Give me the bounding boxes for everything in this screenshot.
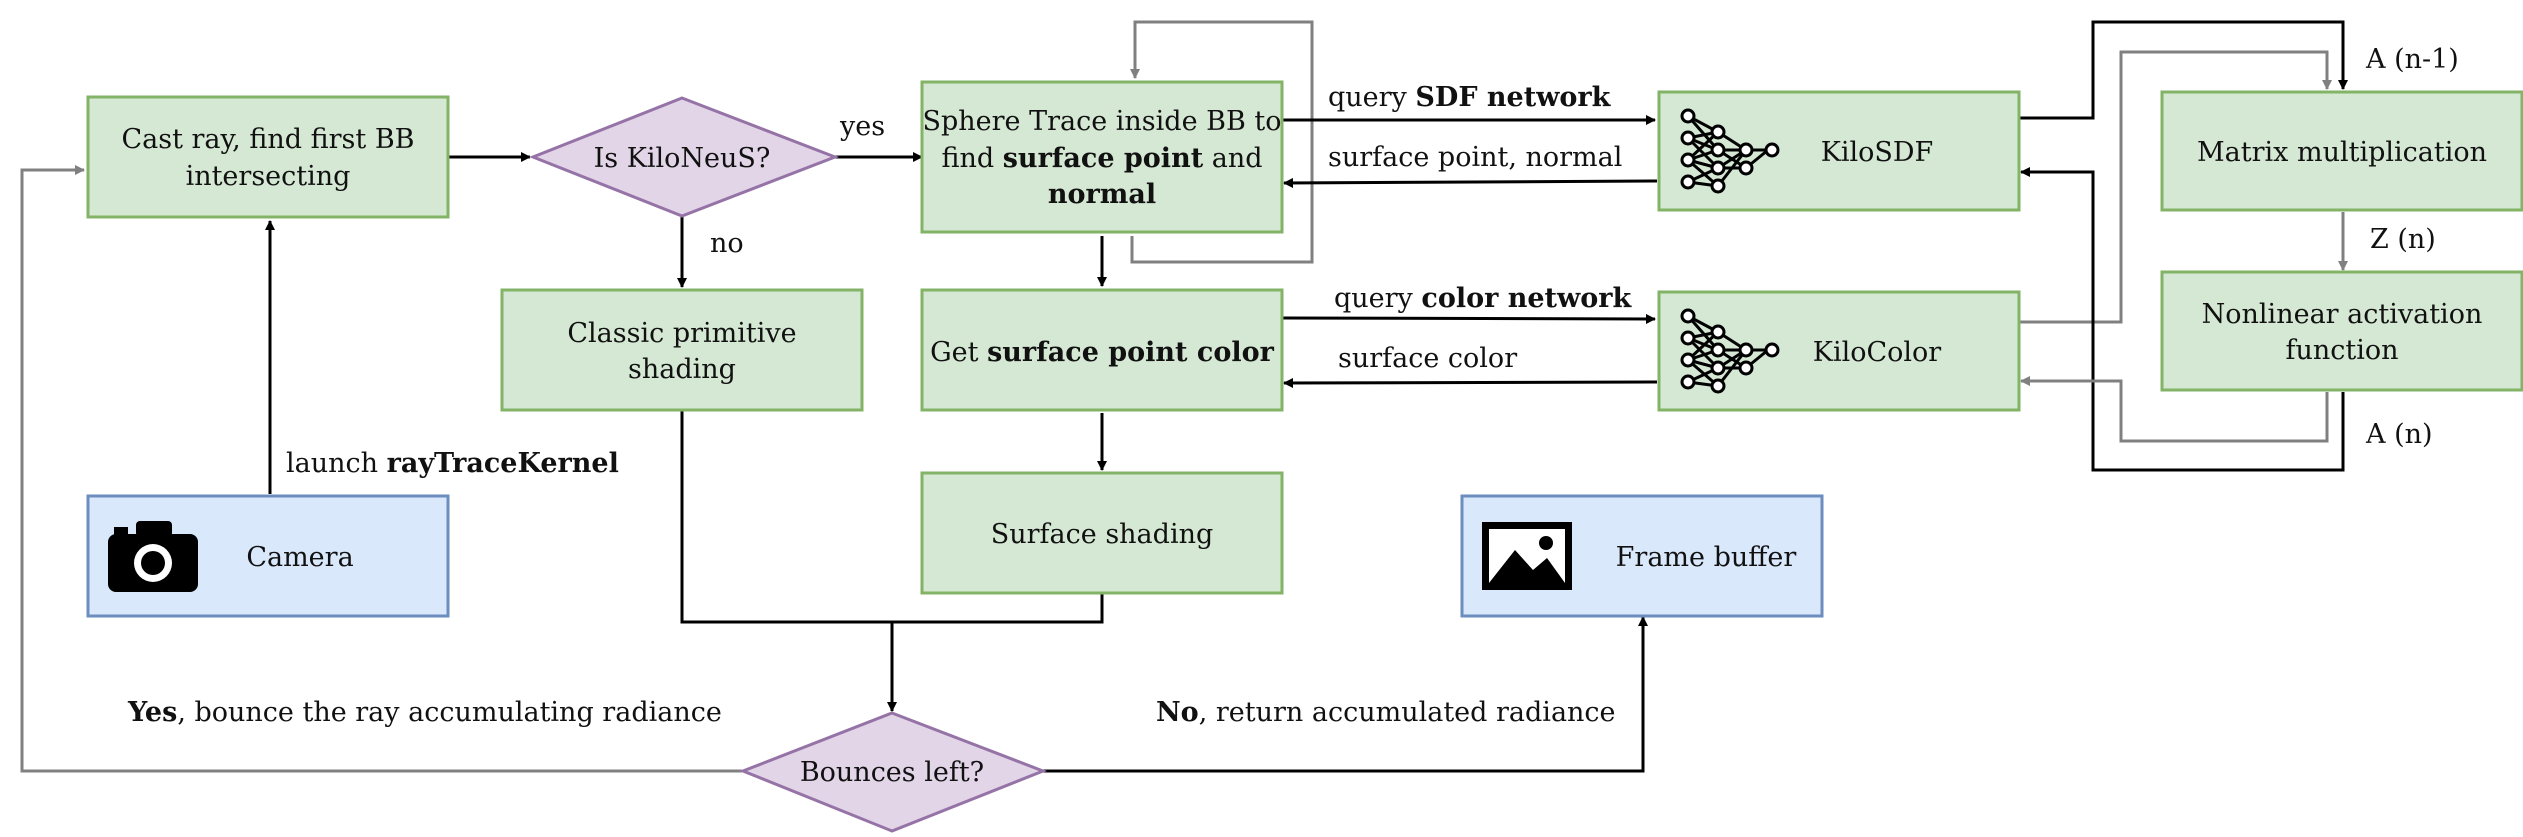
matmul-label: Matrix multiplication <box>2197 137 2487 168</box>
sphere-trace-node: Sphere Trace inside BB to find surface p… <box>920 80 1284 234</box>
label-a-n: A (n) <box>2365 419 2433 450</box>
kilosdf-node: KiloSDF <box>1657 90 2021 212</box>
label-yes: yes <box>839 111 885 142</box>
classic-line1: Classic primitive <box>567 318 796 349</box>
cast-ray-line1: Cast ray, find first BB <box>121 124 414 155</box>
nonlinear-line1: Nonlinear activation <box>2202 299 2483 330</box>
arrow-surface-point-normal <box>1283 177 1658 188</box>
kilocolor-node: KiloColor <box>1657 290 2021 412</box>
edge-labels: yes no query SDF network surface point, … <box>127 44 2459 728</box>
camera-label: Camera <box>246 542 353 573</box>
neural-network-icon <box>1680 308 1780 394</box>
kilosdf-label: KiloSDF <box>1821 137 1934 168</box>
matmul-node: Matrix multiplication <box>2160 90 2523 212</box>
label-launch-kernel: launch rayTraceKernel <box>286 448 619 479</box>
sphere-trace-line3: normal <box>1048 179 1156 210</box>
arrow-nonlinear-to-kilocolor <box>2020 376 2329 443</box>
label-surface-color: surface color <box>1338 343 1517 374</box>
arrow-kilosdf-to-matmul <box>2019 20 2348 120</box>
frame-buffer-label: Frame buffer <box>1616 542 1797 573</box>
is-kiloneus-label: Is KiloNeuS? <box>594 143 771 174</box>
edges <box>20 20 2348 773</box>
surface-shading-label: Surface shading <box>991 519 1214 550</box>
arrow-nonlinear-to-kilosdf <box>2020 167 2345 472</box>
get-color-label: Get surface point color <box>930 337 1275 368</box>
kilocolor-label: KiloColor <box>1813 337 1942 368</box>
camera-node: Camera <box>86 494 450 618</box>
bounces-left-decision: Bounces left? <box>738 711 1048 833</box>
nonlinear-line2: function <box>2285 335 2398 366</box>
arrow-bounces-no <box>1043 616 1648 773</box>
sphere-trace-line2: find surface point and <box>941 143 1262 174</box>
label-query-sdf: query SDF network <box>1328 82 1612 113</box>
cast-ray-line2: intersecting <box>186 161 351 192</box>
nonlinear-node: Nonlinear activation function <box>2160 270 2523 392</box>
arrow-query-color <box>1281 313 1656 324</box>
arrow-bounces-yes <box>20 165 742 773</box>
label-no-return: No, return accumulated radiance <box>1156 697 1616 728</box>
label-yes-bounce: Yes, bounce the ray accumulating radianc… <box>127 697 722 728</box>
cast-ray-node: Cast ray, find first BB intersecting <box>86 95 450 219</box>
image-icon <box>1482 522 1572 590</box>
surface-shading-node: Surface shading <box>920 471 1284 595</box>
arrow-sphere-trace-loop <box>1130 20 1314 264</box>
arrow-surface-color <box>1283 377 1658 388</box>
label-a-n-minus-1: A (n-1) <box>2365 44 2459 75</box>
label-surface-point-normal: surface point, normal <box>1328 142 1622 173</box>
label-no: no <box>710 228 744 259</box>
get-color-node: Get surface point color <box>920 288 1284 412</box>
arrow-kilocolor-to-matmul <box>2019 50 2332 324</box>
frame-buffer-node: Frame buffer <box>1460 494 1824 618</box>
arrow-classic-merge <box>680 410 892 624</box>
classic-shading-node: Classic primitive shading <box>500 288 864 412</box>
bounces-left-label: Bounces left? <box>800 757 984 788</box>
neural-network-icon <box>1680 108 1780 194</box>
label-query-color: query color network <box>1334 283 1633 314</box>
arrow-shading-merge <box>892 593 1104 624</box>
classic-line2: shading <box>628 354 736 385</box>
sphere-trace-line1: Sphere Trace inside BB to <box>922 106 1281 137</box>
label-z-n: Z (n) <box>2370 224 2436 255</box>
is-kiloneus-decision: Is KiloNeuS? <box>528 96 840 218</box>
camera-icon <box>108 521 198 592</box>
